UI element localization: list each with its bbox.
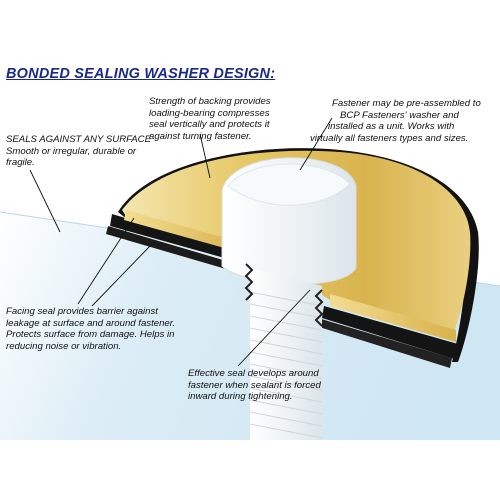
right-backing-layer: [330, 294, 456, 342]
callout-line: Effective seal develops around: [188, 368, 319, 379]
right-seal-layer: [322, 306, 458, 360]
left-seal-layer: [110, 214, 246, 264]
leader-facing-2: [91, 245, 151, 307]
left-seal-bottom: [106, 226, 250, 276]
thread-seal-left: [244, 263, 254, 301]
leader-lines: [29, 117, 333, 367]
callout-line: Fastener may be pre-assembled to: [332, 98, 481, 109]
callout-line: Smooth or irregular, durable or: [6, 145, 137, 157]
callout-backing: Strength of backing provides loading-bea…: [149, 96, 271, 142]
callout-surface: SEALS AGAINST ANY SURFACE Smooth or irre…: [6, 134, 151, 169]
left-backing-layer: [124, 210, 246, 254]
thread-seal-right: [314, 289, 324, 327]
callout-line: virtually all fasteners types and sizes.: [310, 132, 469, 144]
callout-line: loading-bearing compresses: [149, 107, 270, 119]
leader-preassembled: [299, 117, 333, 171]
callout-line: Protects surface from damage. Helps in: [6, 329, 175, 341]
bolt-head-dome: [227, 163, 351, 206]
callout-preassembled: Fastener may be pre-assembled to BCP Fas…: [310, 98, 481, 144]
callout-line: Strength of backing provides: [149, 96, 271, 107]
callout-heading: SEALS AGAINST ANY SURFACE: [6, 134, 152, 145]
callout-line: fastener when sealant is forced: [188, 379, 321, 391]
callout-effective: Effective seal develops around fastener …: [188, 368, 321, 403]
leader-facing-1: [77, 217, 135, 305]
leader-backing: [199, 133, 211, 179]
callout-line: Facing seal provides barrier against: [6, 306, 158, 317]
leader-effective: [237, 289, 311, 367]
callout-line: leakage at surface and around fastener.: [6, 317, 176, 329]
bolt-threads: [249, 291, 323, 439]
leader-surface: [29, 169, 61, 233]
callout-line: against turning fastener.: [149, 130, 252, 142]
callout-line: inward during tightening.: [188, 391, 293, 403]
diagram-title: BONDED SEALING WASHER DESIGN:: [6, 66, 276, 82]
callout-line: BCP Fasteners' washer and: [340, 109, 459, 121]
bolt-shank: [250, 268, 322, 440]
callout-line: fragile.: [6, 157, 35, 169]
callout-line: installed as a unit. Works with: [328, 121, 455, 133]
right-seal-bottom: [316, 318, 452, 368]
callout-line: seal vertically and protects it: [149, 119, 270, 131]
callout-line: reducing noise or vibration.: [6, 340, 122, 352]
callout-facing: Facing seal provides barrier against lea…: [6, 306, 175, 352]
